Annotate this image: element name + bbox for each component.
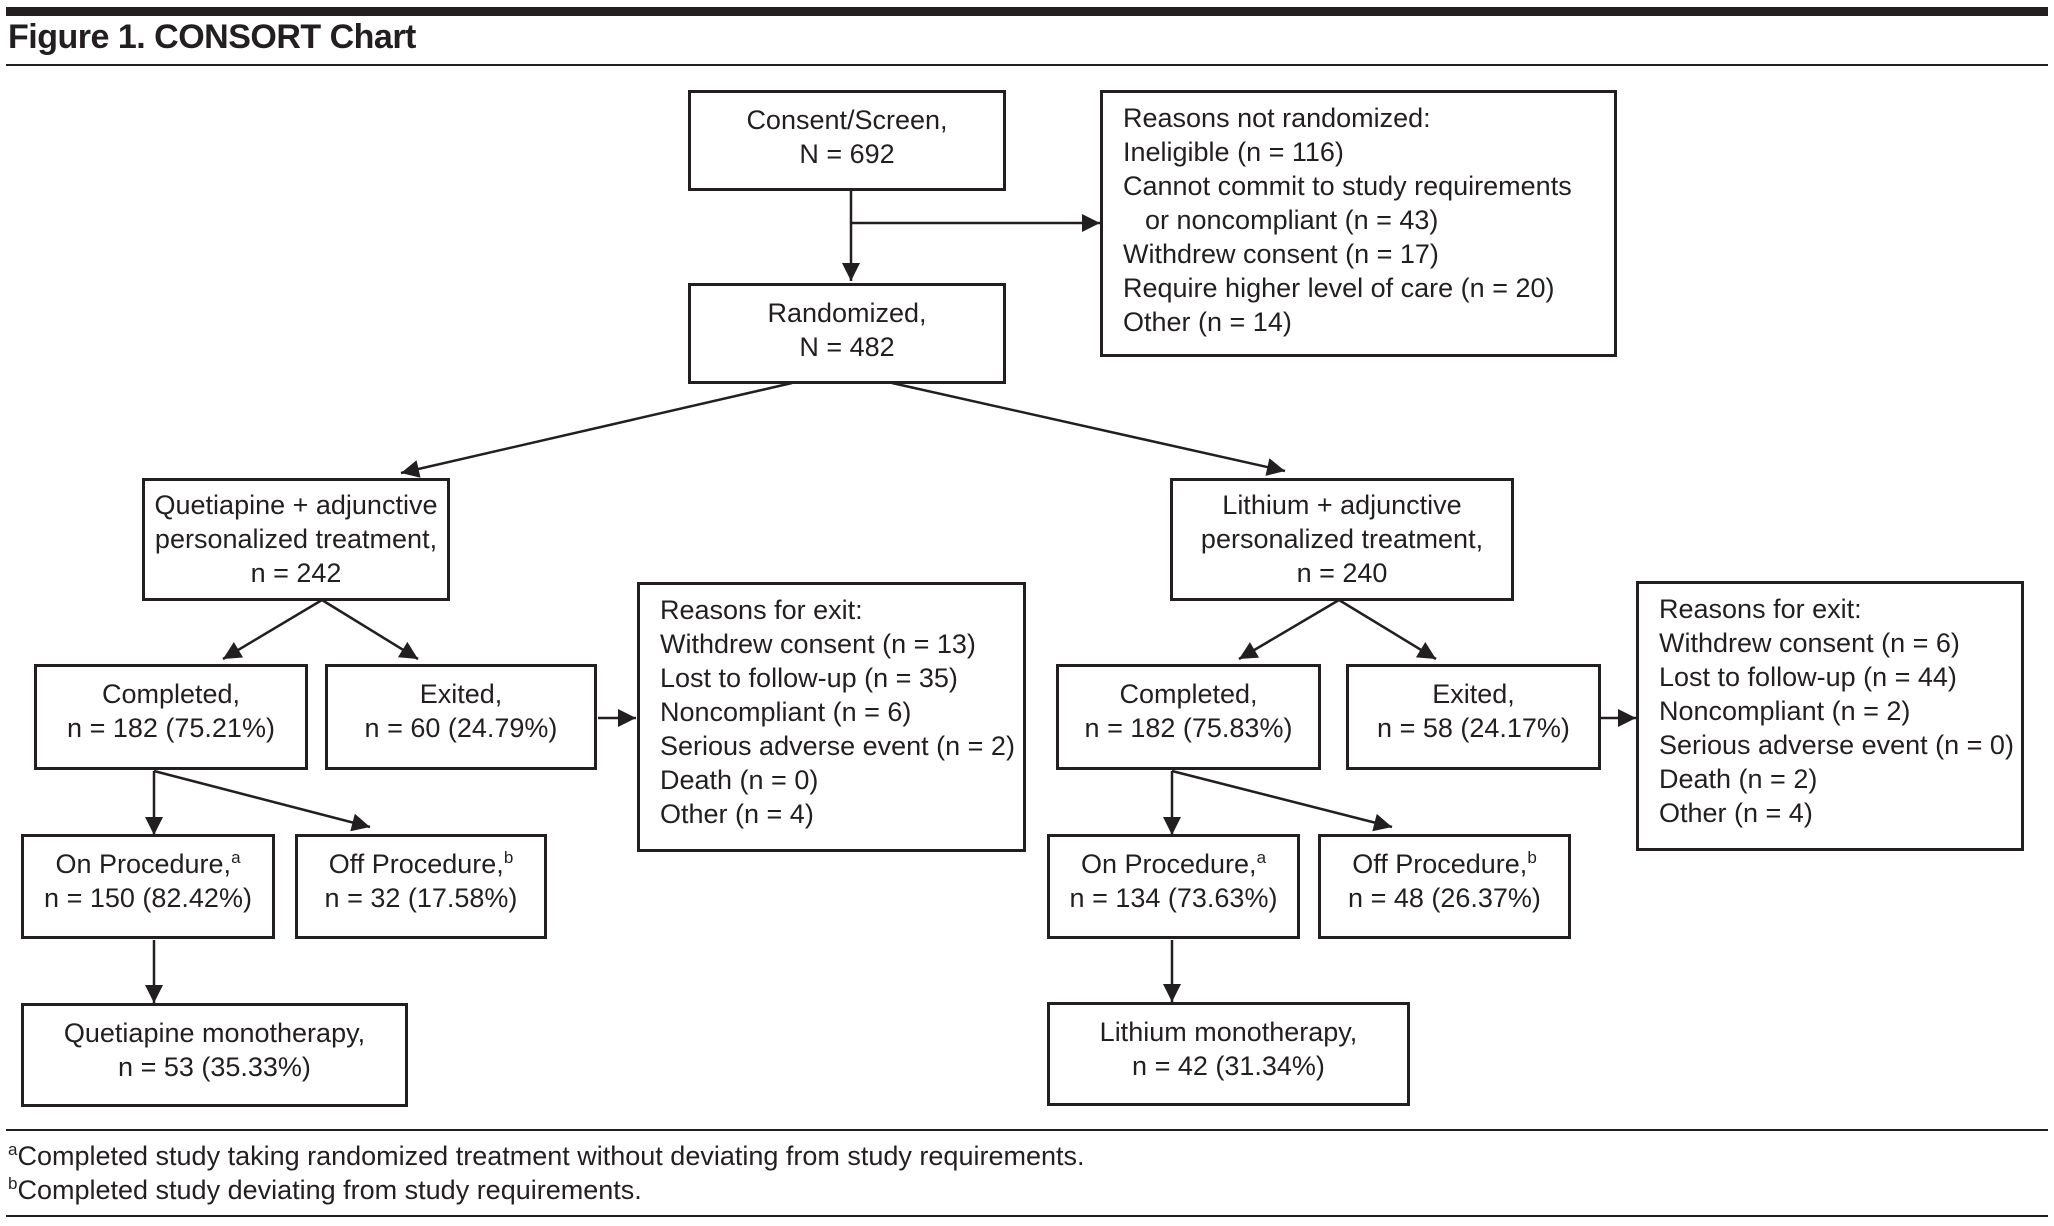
quetiapine-arm-box: Quetiapine + adjunctive personalized tre… bbox=[142, 478, 450, 601]
q-on-procedure-label: On Procedure, bbox=[55, 849, 232, 879]
lithium-arm-box: Lithium + adjunctive personalized treatm… bbox=[1170, 478, 1514, 601]
q-completed-count: n = 182 (75.21%) bbox=[67, 713, 275, 743]
l-off-procedure-label: Off Procedure, bbox=[1352, 849, 1528, 879]
reason-withdrew-consent: Withdrew consent (n = 17) bbox=[1123, 239, 1439, 269]
q-exit-other: Other (n = 4) bbox=[660, 799, 814, 829]
quetiapine-off-procedure-box: Off Procedure,b n = 32 (17.58%) bbox=[295, 834, 547, 939]
footnote-divider bbox=[6, 1129, 2048, 1131]
footnote-a-text: Completed study taking randomized treatm… bbox=[17, 1141, 1085, 1171]
reason-other: Other (n = 14) bbox=[1123, 307, 1292, 337]
l-exit-heading: Reasons for exit: bbox=[1659, 594, 1862, 624]
l-exited-count: n = 58 (24.17%) bbox=[1377, 713, 1570, 743]
l-on-procedure-footnote-mark: a bbox=[1256, 848, 1267, 867]
q-monotherapy-label: Quetiapine monotherapy, bbox=[63, 1018, 366, 1048]
l-off-procedure-count: n = 48 (26.37%) bbox=[1348, 883, 1541, 913]
l-exit-adverse: Serious adverse event (n = 0) bbox=[1659, 730, 2014, 760]
q-exit-withdrew: Withdrew consent (n = 13) bbox=[660, 629, 976, 659]
l-on-procedure-label: On Procedure, bbox=[1080, 849, 1257, 879]
l-monotherapy-label: Lithium monotherapy, bbox=[1099, 1017, 1358, 1047]
lithium-monotherapy-box: Lithium monotherapy, n = 42 (31.34%) bbox=[1047, 1002, 1410, 1106]
q-exit-noncompliant: Noncompliant (n = 6) bbox=[660, 697, 912, 727]
l-off-procedure-footnote-mark: b bbox=[1527, 848, 1537, 867]
arrow-to-lithium-arm bbox=[891, 381, 1286, 476]
quetiapine-arm-count: n = 242 bbox=[250, 558, 342, 588]
bottom-rule bbox=[6, 1215, 2048, 1217]
arrow-q-off-procedure bbox=[153, 769, 371, 832]
reason-higher-care: Require higher level of care (n = 20) bbox=[1123, 273, 1555, 303]
q-exited-label: Exited, bbox=[419, 679, 503, 709]
lithium-off-procedure-box: Off Procedure,b n = 48 (26.37%) bbox=[1318, 834, 1571, 939]
randomized-count: N = 482 bbox=[799, 332, 895, 362]
q-exit-lost: Lost to follow-up (n = 35) bbox=[660, 663, 958, 693]
arrow-to-quetiapine-arm bbox=[400, 381, 793, 478]
randomized-label: Randomized, bbox=[767, 298, 927, 328]
quetiapine-exit-reasons-box: Reasons for exit: Withdrew consent (n = … bbox=[637, 582, 1026, 852]
q-off-procedure-label: Off Procedure, bbox=[328, 849, 504, 879]
top-rule bbox=[6, 7, 2048, 16]
q-on-procedure-footnote-mark: a bbox=[231, 848, 241, 867]
arrow-l-exited bbox=[1338, 598, 1437, 661]
quetiapine-completed-box: Completed, n = 182 (75.21%) bbox=[34, 664, 308, 770]
l-exit-noncompliant: Noncompliant (n = 2) bbox=[1659, 696, 1911, 726]
footnote-a-mark: a bbox=[8, 1140, 18, 1159]
not-randomized-box: Reasons not randomized: Ineligible (n = … bbox=[1100, 90, 1617, 357]
l-monotherapy-count: n = 42 (31.34%) bbox=[1132, 1051, 1325, 1081]
reason-cannot-commit: Cannot commit to study requirements bbox=[1123, 171, 1572, 201]
figure-title: Figure 1. CONSORT Chart bbox=[8, 18, 416, 56]
lithium-on-procedure-box: On Procedure,a n = 134 (73.63%) bbox=[1047, 834, 1300, 939]
quetiapine-on-procedure-box: On Procedure,a n = 150 (82.42%) bbox=[21, 834, 275, 939]
l-exit-withdrew: Withdrew consent (n = 6) bbox=[1659, 628, 1960, 658]
q-monotherapy-count: n = 53 (35.33%) bbox=[118, 1052, 311, 1082]
l-exited-label: Exited, bbox=[1432, 679, 1515, 709]
lithium-arm-count: n = 240 bbox=[1296, 558, 1388, 588]
l-on-procedure-count: n = 134 (73.63%) bbox=[1069, 883, 1278, 913]
quetiapine-exited-box: Exited, n = 60 (24.79%) bbox=[325, 664, 597, 770]
q-completed-label: Completed, bbox=[101, 679, 241, 709]
q-on-procedure-count: n = 150 (82.42%) bbox=[44, 883, 252, 913]
l-exit-death: Death (n = 2) bbox=[1659, 764, 1818, 794]
not-randomized-heading: Reasons not randomized: bbox=[1123, 103, 1431, 133]
q-off-procedure-count: n = 32 (17.58%) bbox=[324, 883, 518, 913]
l-completed-label: Completed, bbox=[1119, 679, 1258, 709]
quetiapine-arm-line1: Quetiapine + adjunctive bbox=[154, 490, 438, 520]
lithium-completed-box: Completed, n = 182 (75.83%) bbox=[1056, 664, 1321, 770]
footnote-b-text: Completed study deviating from study req… bbox=[17, 1175, 642, 1205]
lithium-exit-reasons-box: Reasons for exit: Withdrew consent (n = … bbox=[1636, 581, 2024, 851]
arrow-q-exited bbox=[321, 598, 419, 661]
footnote-b-mark: b bbox=[8, 1174, 18, 1193]
randomized-box: Randomized, N = 482 bbox=[688, 283, 1006, 384]
quetiapine-arm-line2: personalized treatment, bbox=[154, 524, 438, 554]
consent-label: Consent/Screen, bbox=[746, 105, 948, 135]
reason-ineligible: Ineligible (n = 116) bbox=[1123, 137, 1344, 167]
footnote-b: bCompleted study deviating from study re… bbox=[8, 1173, 642, 1207]
lithium-exited-box: Exited, n = 58 (24.17%) bbox=[1346, 664, 1601, 770]
q-exit-heading: Reasons for exit: bbox=[660, 595, 863, 625]
q-exit-death: Death (n = 0) bbox=[660, 765, 819, 795]
l-exit-lost: Lost to follow-up (n = 44) bbox=[1659, 662, 1957, 692]
footnote-a: aCompleted study taking randomized treat… bbox=[8, 1139, 1085, 1173]
arrow-q-completed bbox=[222, 598, 323, 661]
arrow-l-completed bbox=[1238, 598, 1340, 661]
q-off-procedure-footnote-mark: b bbox=[503, 848, 514, 867]
quetiapine-monotherapy-box: Quetiapine monotherapy, n = 53 (35.33%) bbox=[21, 1003, 408, 1107]
arrow-l-off-procedure bbox=[1171, 769, 1393, 832]
q-exited-count: n = 60 (24.79%) bbox=[364, 713, 558, 743]
l-completed-count: n = 182 (75.83%) bbox=[1084, 713, 1293, 743]
consent-count: N = 692 bbox=[799, 139, 895, 169]
l-exit-other: Other (n = 4) bbox=[1659, 798, 1813, 828]
lithium-arm-line2: personalized treatment, bbox=[1200, 524, 1484, 554]
reason-noncompliant: or noncompliant (n = 43) bbox=[1145, 205, 1439, 235]
q-exit-adverse: Serious adverse event (n = 2) bbox=[660, 731, 1015, 761]
consent-screen-box: Consent/Screen, N = 692 bbox=[688, 90, 1006, 191]
lithium-arm-line1: Lithium + adjunctive bbox=[1222, 490, 1462, 520]
title-divider bbox=[6, 64, 2048, 66]
